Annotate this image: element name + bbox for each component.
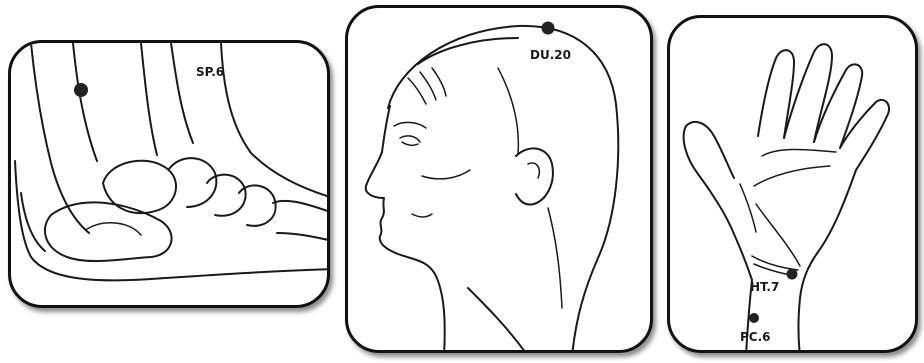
sp6-label: SP.6 xyxy=(196,65,224,79)
pc6-point-dot xyxy=(749,313,759,323)
sp6-point-dot xyxy=(74,83,88,97)
du20-point-dot xyxy=(542,22,555,35)
head-illustration xyxy=(348,8,653,353)
hand-panel: HT.7 PC.6 xyxy=(667,15,918,353)
hand-illustration xyxy=(670,18,918,353)
ht7-point-dot xyxy=(787,269,798,280)
head-panel: DU.20 xyxy=(345,5,653,353)
ht7-label: HT.7 xyxy=(750,280,779,294)
foot-illustration xyxy=(11,43,330,308)
du20-label: DU.20 xyxy=(530,48,571,62)
foot-panel: SP.6 xyxy=(8,40,330,308)
pc6-label: PC.6 xyxy=(740,330,771,344)
